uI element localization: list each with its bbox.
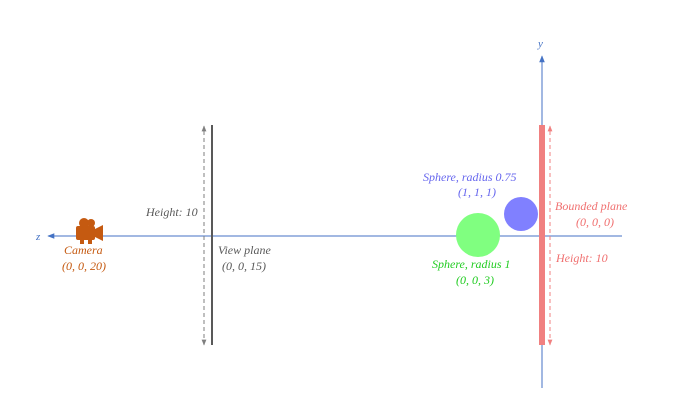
sphere-small [504,197,538,231]
bounded-plane-coords: (0, 0, 0) [576,215,614,229]
sphere-small-name: Sphere, radius 0.75 [423,170,517,184]
view-plane-height-label: Height: 10 [145,205,198,219]
bounded-plane-height-label: Height: 10 [555,251,608,265]
video-camera-icon [76,218,103,244]
view-plane-coords: (0, 0, 15) [222,259,266,273]
z-axis-label: z [35,231,41,243]
y-axis-label: y [537,38,543,50]
sphere-small-coords: (1, 1, 1) [458,185,496,199]
sphere-large-coords: (0, 0, 3) [456,273,494,287]
sphere-large [456,213,500,257]
view-plane-name: View plane [218,243,271,257]
camera-name: Camera [64,243,103,257]
camera-coords: (0, 0, 20) [62,259,106,273]
bounded-plane-name: Bounded plane [555,199,628,213]
sphere-large-name: Sphere, radius 1 [432,257,511,271]
